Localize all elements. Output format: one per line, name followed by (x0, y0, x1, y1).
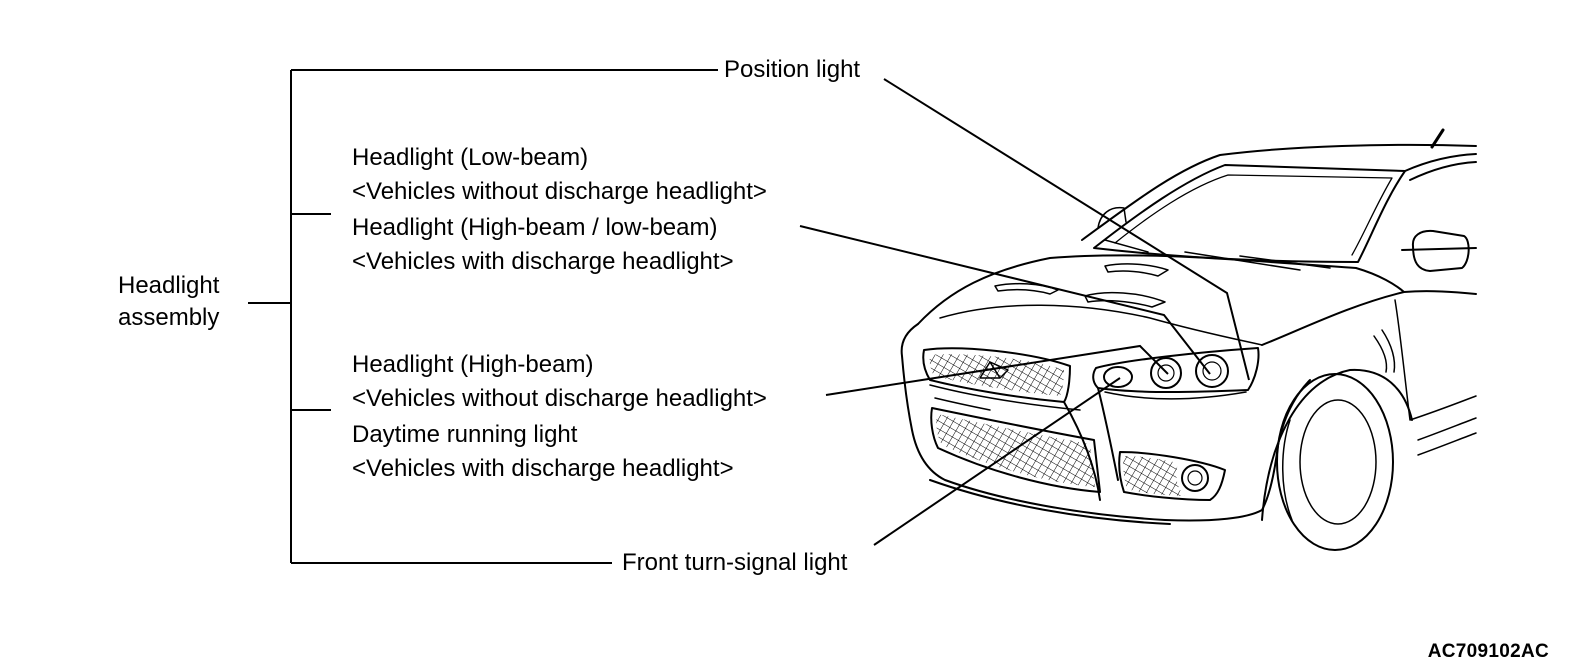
lower-grille-mesh (936, 414, 1095, 487)
low-beam-line-2: <Vehicles without discharge headlight> (352, 178, 767, 205)
front-rim (1299, 399, 1377, 525)
high-beam-line-3: Daytime running light (352, 421, 578, 448)
position-light-text: Position light (724, 56, 861, 83)
hood-vent-center (1104, 263, 1169, 277)
front-face-outline (900, 323, 1311, 522)
hood-crease (939, 304, 1263, 346)
high-beam-line-1: Headlight (High-beam) (352, 351, 594, 378)
windshield-inner (1114, 174, 1393, 256)
headlight-housing (1092, 347, 1260, 393)
high-beam-line-4: <Vehicles with discharge headlight> (352, 455, 734, 482)
figure-reference-code: AC709102AC (1427, 641, 1549, 662)
low-beam-line-4: <Vehicles with discharge headlight> (352, 248, 734, 275)
low-beam-label-group: Headlight (Low-beam) <Vehicles without d… (352, 141, 767, 279)
high-beam-line-2: <Vehicles without discharge headlight> (352, 385, 767, 412)
leader-high-beam (825, 344, 1169, 396)
headlight-assembly-label: Headlight assembly (118, 270, 219, 334)
front-tire (1276, 373, 1394, 551)
bracket-lines (248, 69, 718, 564)
tire-tread (1281, 419, 1293, 521)
leader-turn-signal (873, 377, 1121, 546)
position-light-label: Position light (724, 54, 860, 86)
front-turn-signal-label: Front turn-signal light (622, 547, 847, 579)
turn-signal-lens (1103, 366, 1133, 388)
lower-grille-frame (930, 407, 1101, 493)
upper-grille-mesh (929, 354, 1064, 396)
leader-position-light (883, 78, 1250, 381)
high-beam-lens (1150, 357, 1182, 389)
front-fender (1261, 290, 1477, 346)
body-side-line (1394, 299, 1477, 421)
low-beam-line-1: Headlight (Low-beam) (352, 144, 589, 171)
fog-grille-mesh (1123, 456, 1185, 496)
leader-low-beam (799, 225, 1211, 375)
roof-outline (1081, 143, 1477, 241)
center-bar (929, 384, 1081, 411)
fender-vent (1373, 329, 1396, 373)
headlight-lower-edge (1104, 391, 1247, 400)
grille-mesh (929, 354, 1185, 496)
car-illustration (900, 128, 1477, 551)
windshield-frame (1093, 164, 1406, 263)
hood-outline (917, 254, 1405, 325)
high-beam-lens-inner (1157, 364, 1175, 382)
fog-light-inner (1187, 470, 1203, 486)
fog-light (1181, 464, 1209, 492)
front-turn-signal-text: Front turn-signal light (622, 549, 848, 576)
door-line (1417, 417, 1477, 456)
far-side-mirror (1097, 206, 1127, 229)
headlight-assembly-line-1: Headlight (118, 272, 220, 299)
side-mirror (1411, 229, 1470, 272)
side-window (1401, 161, 1477, 251)
hood-vent-side (994, 282, 1059, 295)
high-beam-label-group: Headlight (High-beam) <Vehicles without … (352, 348, 767, 486)
leader-lines (799, 78, 1250, 546)
fog-light-housing (1118, 451, 1226, 501)
low-beam-lens-inner (1202, 361, 1222, 381)
a-pillar (1404, 153, 1477, 172)
low-beam-lens (1195, 354, 1229, 388)
low-beam-line-3: Headlight (High-beam / low-beam) (352, 214, 718, 241)
headlight-assembly-line-2: assembly (118, 304, 220, 331)
